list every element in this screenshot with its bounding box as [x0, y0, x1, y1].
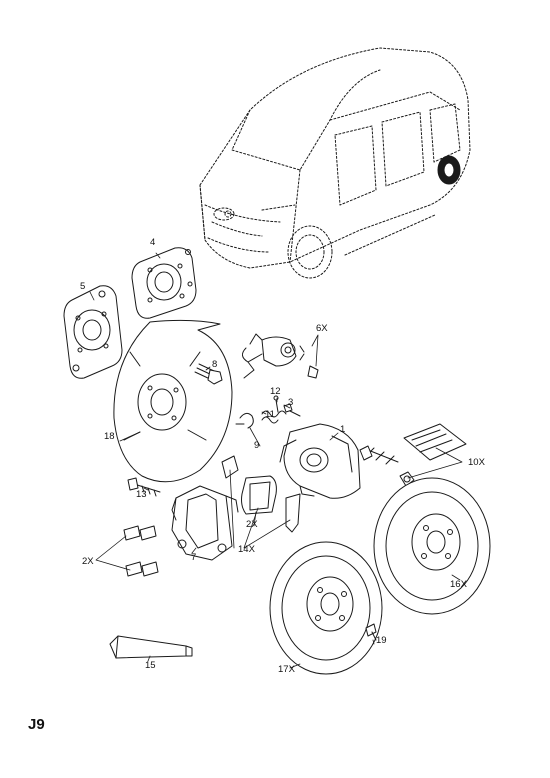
callout-17x: 17X	[278, 664, 295, 675]
page-reference: J9	[28, 716, 45, 733]
callout-11: 11	[265, 409, 275, 420]
callout-5: 5	[80, 281, 86, 292]
bolt-13	[127, 477, 161, 497]
callout-1: 1	[340, 424, 346, 435]
car-illustration	[199, 47, 471, 269]
leader-lines	[89, 252, 463, 669]
callout-8: 8	[212, 359, 218, 370]
callout-3: 3	[288, 397, 294, 408]
screw-19	[365, 623, 377, 641]
callout-10x: 10X	[468, 457, 485, 468]
callout-16x: 16X	[450, 579, 467, 590]
callout-15: 15	[145, 660, 156, 671]
caliper-1	[279, 423, 361, 499]
callout-12: 12	[270, 386, 281, 397]
backing-plate-4	[131, 247, 197, 319]
car-grille	[213, 207, 235, 221]
callout-7: 7	[191, 552, 197, 563]
clips-2x	[123, 525, 159, 577]
callout-13: 13	[136, 489, 147, 500]
car-wheels	[287, 155, 461, 279]
callout-6x: 6X	[316, 323, 328, 334]
grease-tube-15	[109, 635, 193, 659]
brake-disc-17x	[269, 541, 383, 675]
bolts-10x	[359, 445, 415, 487]
splash-shield-18	[113, 319, 233, 483]
backing-plate-5	[63, 285, 123, 379]
callout-2x-pads: 2X	[246, 519, 258, 530]
spring-11	[261, 410, 287, 424]
callout-2x: 2X	[82, 556, 94, 567]
bolt-8	[194, 363, 223, 385]
bleed-screw-12	[273, 395, 279, 413]
callout-4: 4	[150, 237, 156, 248]
callout-19: 19	[376, 635, 387, 646]
brake-pads-14x	[221, 455, 301, 533]
brake-disc-16x	[373, 477, 491, 615]
clip-9	[235, 412, 254, 429]
callout-9: 9	[254, 440, 260, 451]
grease-sachet	[403, 423, 467, 461]
caliper-carrier-7	[171, 485, 239, 561]
callout-14x: 14X	[238, 544, 255, 555]
callout-18: 18	[104, 431, 115, 442]
brake-hose-6x	[242, 333, 319, 379]
